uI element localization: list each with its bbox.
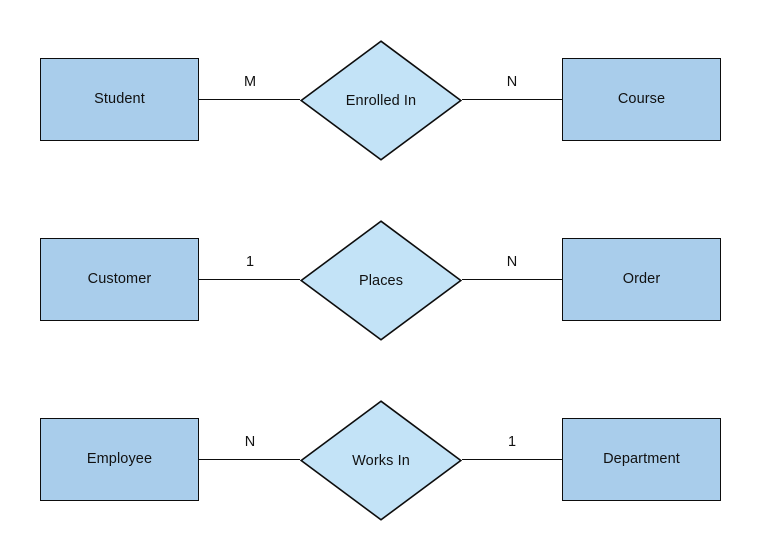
- connector-line-right: [462, 459, 562, 460]
- connector-line-left: [199, 459, 300, 460]
- cardinality-label-left: N: [244, 434, 256, 450]
- entity-label-right: Order: [622, 270, 661, 287]
- entity-box-left[interactable]: Customer: [40, 238, 199, 321]
- entity-box-right[interactable]: Order: [562, 238, 721, 321]
- er-relationship-row: Student M Enrolled In N Course: [0, 40, 761, 180]
- entity-label-left: Employee: [86, 450, 153, 467]
- connector-line-right: [462, 279, 562, 280]
- entity-box-left[interactable]: Employee: [40, 418, 199, 501]
- entity-label-left: Customer: [87, 270, 152, 287]
- entity-label-right: Department: [603, 450, 680, 467]
- entity-label-right: Course: [617, 90, 666, 107]
- connector-line-right: [462, 99, 562, 100]
- cardinality-label-right: N: [506, 74, 518, 90]
- relationship-diamond[interactable]: Works In: [300, 400, 462, 521]
- connector-line-left: [199, 279, 300, 280]
- entity-box-right[interactable]: Department: [562, 418, 721, 501]
- entity-box-left[interactable]: Student: [40, 58, 199, 141]
- cardinality-label-right: 1: [507, 434, 517, 450]
- entity-label-left: Student: [94, 90, 145, 107]
- cardinality-label-right: N: [506, 254, 518, 270]
- er-relationship-row: Customer 1 Places N Order: [0, 220, 761, 360]
- cardinality-label-left: 1: [245, 254, 255, 270]
- connector-line-left: [199, 99, 300, 100]
- relationship-diamond[interactable]: Places: [300, 220, 462, 341]
- cardinality-label-left: M: [243, 74, 257, 90]
- relationship-diamond[interactable]: Enrolled In: [300, 40, 462, 161]
- entity-box-right[interactable]: Course: [562, 58, 721, 141]
- er-relationship-row: Employee N Works In 1 Department: [0, 400, 761, 540]
